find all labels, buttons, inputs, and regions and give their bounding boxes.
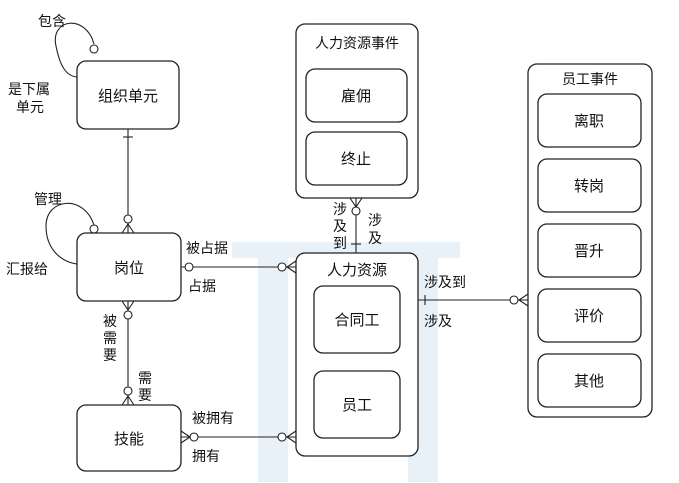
edge-hrevent-hr (349, 197, 363, 253)
rel-pos-skill-left-1: 被 (103, 314, 117, 330)
rel-skill-hr-bottom: 拥有 (192, 449, 220, 465)
entity-position (76, 232, 182, 302)
rel-hrevent-hr-right-2: 及 (368, 231, 382, 247)
rel-org-self-side-2: 单元 (16, 100, 44, 116)
entity-hr-title: 人力资源 (327, 261, 387, 279)
entity-skill (76, 404, 182, 472)
hr-event-item-terminate-label: 终止 (341, 150, 371, 168)
rel-org-self-top: 包含 (38, 14, 66, 30)
emp-event-item-evaluation-label: 评价 (574, 307, 604, 325)
entity-position-label: 岗位 (114, 259, 144, 277)
emp-event-item-transfer-label: 转岗 (574, 177, 604, 195)
hr-event-item-hire-label: 雇佣 (341, 87, 371, 105)
entity-org-unit-label: 组织单元 (98, 87, 158, 105)
edge-hr-empevent (418, 293, 529, 307)
rel-pos-skill-right-2: 要 (138, 388, 152, 404)
entity-skill-label: 技能 (114, 430, 144, 448)
hr-item-contractor-label: 合同工 (334, 311, 379, 329)
emp-event-item-other-label: 其他 (574, 372, 604, 390)
edge-position-hr (181, 260, 297, 274)
entity-employee-event-title: 员工事件 (562, 72, 618, 88)
rel-pos-skill-left-2: 需 (103, 331, 117, 347)
entity-hr-event-title: 人力资源事件 (315, 36, 399, 52)
emp-event-item-leave-label: 离职 (574, 112, 604, 130)
hr-item-employee (313, 370, 401, 439)
edge-skill-hr (180, 430, 297, 444)
hr-item-contractor (313, 285, 401, 354)
emp-event-item-leave (537, 93, 642, 148)
rel-hr-empevent-top: 涉及到 (424, 275, 466, 291)
rel-hrevent-hr-left-3: 到 (333, 236, 347, 252)
rel-hr-empevent-bottom: 涉及 (424, 314, 452, 330)
emp-event-item-promotion-label: 晋升 (574, 242, 604, 260)
rel-pos-self-side: 汇报给 (6, 262, 48, 278)
emp-event-item-other (537, 353, 642, 408)
hr-event-item-terminate (305, 131, 408, 186)
hr-event-item-hire (305, 68, 408, 123)
rel-hrevent-hr-right-1: 涉 (368, 213, 382, 229)
rel-pos-hr-top: 被占据 (186, 241, 228, 257)
rel-skill-hr-top: 被拥有 (192, 411, 234, 427)
entity-org-unit (76, 60, 180, 130)
emp-event-item-evaluation (537, 288, 642, 343)
rel-pos-self-top: 管理 (34, 192, 62, 208)
emp-event-item-promotion (537, 223, 642, 278)
rel-hrevent-hr-left-1: 涉 (333, 202, 347, 218)
rel-pos-skill-left-3: 要 (103, 348, 117, 364)
rel-org-self-side-1: 是下属 (8, 82, 50, 98)
edge-org-position (121, 129, 135, 234)
rel-pos-hr-bottom: 占据 (188, 279, 216, 295)
hr-item-employee-label: 员工 (342, 396, 372, 414)
rel-pos-skill-right-1: 需 (138, 371, 152, 387)
rel-hrevent-hr-left-2: 及 (333, 219, 347, 235)
emp-event-item-transfer (537, 158, 642, 213)
edge-position-skill (121, 300, 135, 406)
